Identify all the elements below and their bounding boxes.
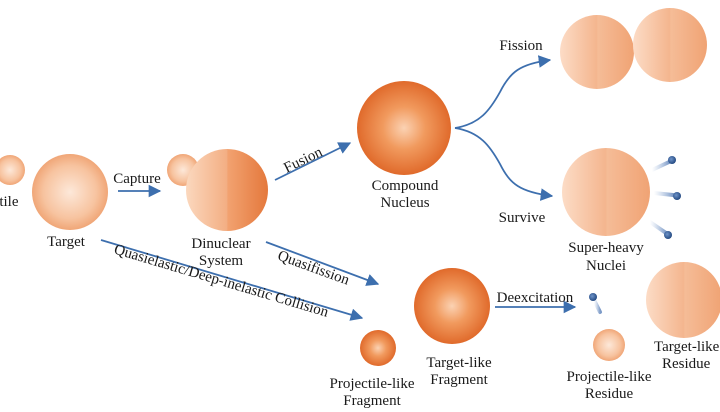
fission-fragment-right	[633, 8, 707, 82]
survive-label: Survive	[499, 210, 546, 226]
projectile-sphere	[0, 155, 25, 185]
dinuclear-large-sphere	[186, 149, 268, 231]
emitted-neutron-2	[652, 191, 681, 200]
target-like-fragment-label-line1: Target-like	[426, 355, 492, 371]
target-like-fragment-sphere	[414, 268, 490, 344]
projectile-like-residue-label-line1: Projectile-like	[567, 369, 652, 385]
projectile-like-residue-sphere	[593, 329, 625, 361]
target-sphere	[32, 154, 108, 230]
target-like-residue-label-line1: Target-like	[654, 339, 720, 355]
target-like-fragment-label-line2: Fragment	[430, 372, 488, 388]
emitted-neutron-3	[648, 220, 672, 239]
fission-fragment-left	[560, 15, 634, 89]
projectile-like-fragment-sphere	[360, 330, 396, 366]
dinuclear-label-line1: Dinuclear	[191, 236, 250, 252]
dinuclear-label-line2: System	[199, 253, 244, 269]
target-like-residue-label-line2: Residue	[662, 356, 711, 372]
target-label: Target	[47, 234, 86, 250]
quasifission-label: Quasifission	[275, 248, 351, 289]
fusion-label: Fusion	[281, 144, 325, 177]
super-heavy-label-line1: Super-heavy	[568, 240, 644, 256]
projectile-label: Projectile	[0, 194, 19, 210]
emitted-neutron-4	[589, 293, 602, 314]
survive-arrow	[454, 127, 554, 201]
quasielastic-arrow	[100, 239, 364, 321]
target-like-residue-sphere	[646, 262, 720, 338]
fission-label: Fission	[499, 38, 543, 54]
compound-label-line1: Compound	[372, 178, 439, 194]
projectile-like-residue-label-line2: Residue	[585, 386, 634, 402]
emitted-neutron-1	[650, 156, 676, 172]
super-heavy-nucleus-sphere	[562, 148, 650, 236]
capture-label: Capture	[113, 171, 161, 187]
fusion-arrow	[274, 142, 352, 181]
super-heavy-label-line2: Nuclei	[586, 258, 626, 274]
projectile-like-fragment-label-line1: Projectile-like	[330, 376, 415, 392]
projectile-like-fragment-label-line2: Fragment	[343, 393, 401, 409]
deexcitation-label: Deexcitation	[497, 290, 574, 306]
compound-label-line2: Nucleus	[380, 195, 429, 211]
quasifission-arrow	[265, 241, 380, 286]
compound-nucleus-sphere	[357, 81, 451, 175]
fission-arrow	[454, 55, 552, 129]
